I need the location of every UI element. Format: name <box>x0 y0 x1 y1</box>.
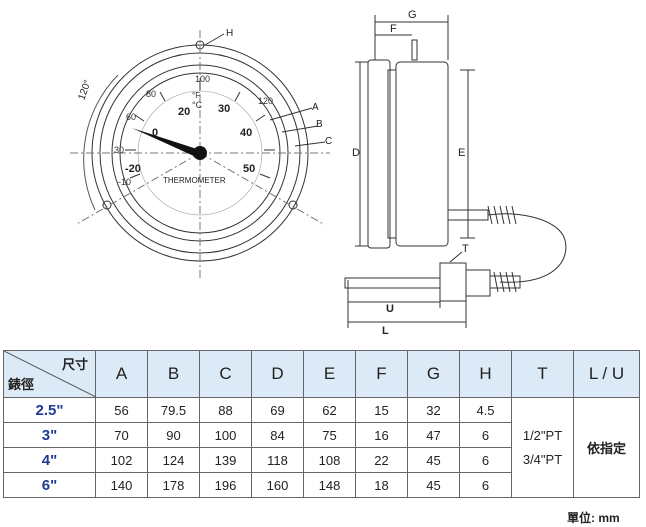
cell-LU: 依指定 <box>573 397 640 498</box>
label-B: B <box>316 119 323 130</box>
cell-C: 139 <box>199 447 252 473</box>
cell-E: 62 <box>303 397 356 423</box>
t-value: 3/4"PT <box>522 451 563 467</box>
cell-C: 100 <box>199 422 252 448</box>
dial-scale-value: 100 <box>195 74 210 84</box>
header-H: H <box>459 350 512 398</box>
label-G: G <box>408 9 417 21</box>
cell-F: 15 <box>355 397 408 423</box>
cell-C: 196 <box>199 472 252 498</box>
cell-G: 45 <box>407 472 460 498</box>
header-G: G <box>407 350 460 398</box>
cell-B: 178 <box>147 472 200 498</box>
cell-G: 45 <box>407 447 460 473</box>
side-view-bezel <box>367 59 391 249</box>
label-L: L <box>382 325 389 337</box>
cell-F: 16 <box>355 422 408 448</box>
cell-E: 148 <box>303 472 356 498</box>
dial-scale-value: 0 <box>152 127 158 139</box>
size-cell: 4" <box>3 447 96 473</box>
size-cell: 6" <box>3 472 96 498</box>
label-A: A <box>312 102 319 113</box>
dial-scale-value: -10 <box>118 177 131 187</box>
t-value: 1/2"PT <box>522 427 563 443</box>
needle-hub <box>193 146 207 160</box>
cell-H: 6 <box>459 472 512 498</box>
table-corner-header: 尺寸 錶徑 <box>3 350 96 398</box>
header-F: F <box>355 350 408 398</box>
unit-note: 單位: mm <box>567 511 620 525</box>
dial-scale-value: 20 <box>178 106 190 118</box>
header-T: T <box>511 350 574 398</box>
label-H: H <box>226 28 233 39</box>
cell-H: 4.5 <box>459 397 512 423</box>
header-C: C <box>199 350 252 398</box>
header-D: D <box>251 350 304 398</box>
dial-unit-f: °F <box>192 91 200 100</box>
label-E: E <box>458 147 465 159</box>
table-row: 2.5" 56 79.5 88 69 62 15 32 4.5 1/2"PT 3… <box>3 397 640 498</box>
cell-B: 124 <box>147 447 200 473</box>
dial-scale-value: -20 <box>125 163 141 175</box>
probe-bulb <box>344 277 441 289</box>
corner-label-gauge-dia: 錶徑 <box>8 377 35 392</box>
header-B: B <box>147 350 200 398</box>
mount-hole <box>102 200 112 210</box>
dial-scale-value: 60 <box>126 112 136 122</box>
cell-D: 118 <box>251 447 304 473</box>
cell-C: 88 <box>199 397 252 423</box>
label-T: T <box>462 243 469 255</box>
label-F: F <box>390 23 397 35</box>
mount-hole <box>288 200 298 210</box>
dimension-table: 尺寸 錶徑 A B C D E F G H T L / U 2.5" 56 79… <box>3 350 640 498</box>
cell-D: 69 <box>251 397 304 423</box>
dial-scale-value: 50 <box>243 163 255 175</box>
cell-B: 79.5 <box>147 397 200 423</box>
cell-A: 102 <box>95 447 148 473</box>
label-angle: 120° <box>76 78 93 101</box>
gauge-needle <box>132 128 204 157</box>
dial-scale-value: 40 <box>240 127 252 139</box>
size-cell: 2.5" <box>3 397 96 423</box>
dial-unit-c: °C <box>192 100 203 110</box>
cell-A: 56 <box>95 397 148 423</box>
cell-D: 84 <box>251 422 304 448</box>
cell-F: 22 <box>355 447 408 473</box>
size-cell: 3" <box>3 422 96 448</box>
dial-scale-value: 30 <box>114 145 124 155</box>
corner-label-size: 尺寸 <box>61 357 88 372</box>
cell-B: 90 <box>147 422 200 448</box>
cell-T: 1/2"PT 3/4"PT <box>511 397 574 498</box>
label-D: D <box>352 147 360 159</box>
cell-E: 75 <box>303 422 356 448</box>
cell-D: 160 <box>251 472 304 498</box>
dial-scale-value: 30 <box>218 103 230 115</box>
cell-H: 6 <box>459 447 512 473</box>
probe-fitting <box>439 262 467 302</box>
cell-H: 6 <box>459 422 512 448</box>
side-view-case <box>395 61 449 247</box>
header-A: A <box>95 350 148 398</box>
cell-A: 140 <box>95 472 148 498</box>
cell-G: 32 <box>407 397 460 423</box>
cell-A: 70 <box>95 422 148 448</box>
table-row: 3" 70 90 100 84 75 16 47 6 <box>3 422 640 448</box>
cell-E: 108 <box>303 447 356 473</box>
dial-brand: THERMOMETER <box>163 176 226 185</box>
label-U: U <box>386 303 394 315</box>
header-E: E <box>303 350 356 398</box>
cell-G: 47 <box>407 422 460 448</box>
header-LU: L / U <box>573 350 640 398</box>
table-row: 6" 140 178 196 160 148 18 45 6 <box>3 472 640 498</box>
label-C: C <box>325 136 332 147</box>
dial-scale-value: 120 <box>258 96 273 106</box>
gauge-dimension-drawing: -10 30 60 80 100 120 -20 0 20 30 40 50 °… <box>70 9 567 337</box>
cell-F: 18 <box>355 472 408 498</box>
dial-scale-value: 80 <box>146 89 156 99</box>
